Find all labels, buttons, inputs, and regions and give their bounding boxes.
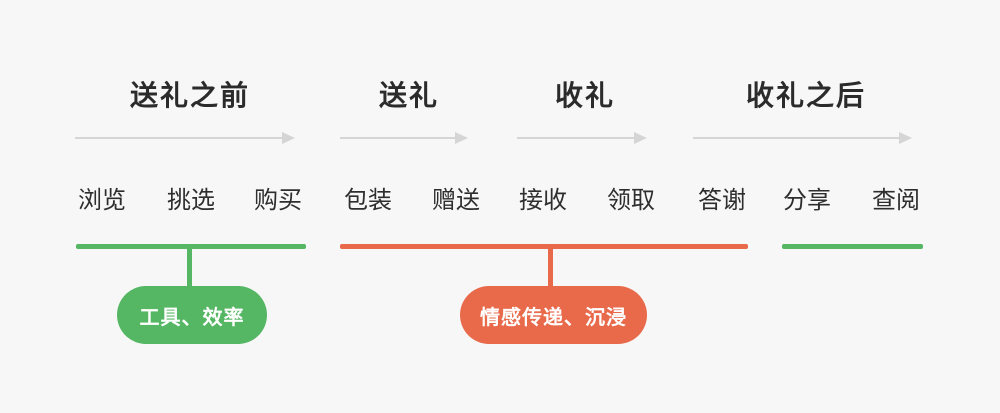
arrow-right-icon [693,132,912,144]
connector-line-red [548,246,553,290]
arrow-right-icon [340,132,468,144]
phase-title-before-gifting: 送礼之前 [129,80,251,111]
step-thank: 答谢 [698,187,746,214]
group-underline-after [782,244,923,249]
group-underline-emotion [340,244,748,249]
badge-tools-efficiency: 工具、效率 [117,286,267,344]
badge-emotion-immersion-label: 情感传递、沉浸 [480,306,627,329]
phase-title-after-receiving: 收礼之后 [745,80,867,111]
connector-line-green [187,246,192,290]
badge-emotion-immersion: 情感传递、沉浸 [460,286,647,344]
step-give: 赠送 [432,187,480,214]
arrow-right-icon [517,132,647,144]
step-review: 查阅 [872,187,920,214]
phase-title-gifting: 送礼 [378,80,440,111]
step-share: 分享 [783,187,831,214]
arrow-right-icon [75,132,295,144]
step-accept: 接收 [519,187,567,214]
badge-tools-efficiency-label: 工具、效率 [139,306,245,329]
phase-title-receiving: 收礼 [554,80,616,111]
step-browse: 浏览 [78,187,126,214]
step-purchase: 购买 [254,187,302,214]
step-claim: 领取 [607,187,655,214]
step-select: 挑选 [167,187,215,214]
step-wrap: 包装 [344,187,392,214]
